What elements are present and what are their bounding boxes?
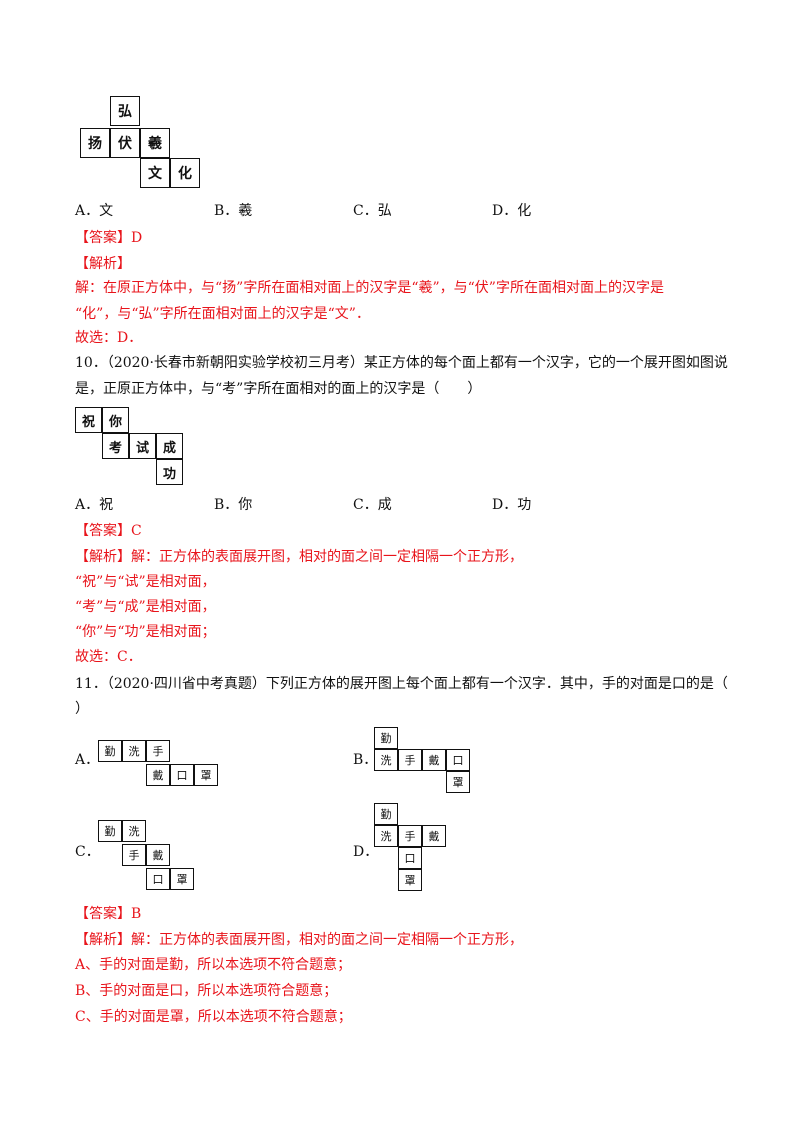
q10-net-cell: 考 [102, 433, 129, 459]
q11-b-cell: 勤 [374, 727, 398, 749]
q9-conclusion: 故选：D． [75, 330, 143, 346]
q11-c-cell: 勤 [98, 820, 122, 842]
q11-a-cell: 罩 [194, 764, 218, 786]
q11-a-cell: 手 [146, 740, 170, 762]
q9-answer: 【答案】D [75, 229, 142, 247]
q10-option-d: D．功 [492, 497, 532, 513]
q11-explanation-line: 解：正方体的表面展开图，相对的面之间一定相隔一个正方形， [131, 932, 523, 948]
q11-d-cell: 口 [398, 847, 422, 869]
q9-option-b: B．羲 [214, 203, 253, 219]
q11-c-cell: 口 [146, 868, 170, 890]
answer-label: 【答案】 [75, 230, 131, 246]
q9-net-cell: 化 [170, 158, 200, 188]
q11-b-cell: 手 [398, 749, 422, 771]
q11-d-cell: 手 [398, 825, 422, 847]
q11-b-cell: 洗 [374, 749, 398, 771]
q10-explanation-line: 解：正方体的表面展开图，相对的面之间一定相隔一个正方形， [131, 549, 523, 565]
q11-b-cell: 戴 [422, 749, 446, 771]
answer-value: C [131, 523, 142, 539]
q10-net-cell: 功 [156, 459, 183, 485]
q11-analysis: 【解析】解：正方体的表面展开图，相对的面之间一定相隔一个正方形， [75, 931, 523, 949]
q11-option-d-letter: D． [353, 844, 379, 860]
q10-answer: 【答案】C [75, 522, 142, 540]
q11-c-cell: 戴 [146, 844, 170, 866]
q11-d-cell: 勤 [374, 803, 398, 825]
q9-analysis-label: 【解析】 [75, 256, 131, 272]
q11-d-cell: 罩 [398, 869, 422, 891]
q9-option-a: A．文 [75, 203, 114, 219]
q10-option-c: C．成 [353, 497, 392, 513]
q11-a-cell: 口 [170, 764, 194, 786]
answer-value: B [131, 906, 142, 922]
analysis-label: 【解析】 [75, 549, 131, 565]
q11-option-a-letter: A． [75, 752, 100, 768]
q10-question-line: 10．（2020·长春市新朝阳实验学校初三月考）某正方体的每个面上都有一个汉字，… [75, 355, 728, 371]
analysis-label: 【解析】 [75, 932, 131, 948]
answer-label: 【答案】 [75, 906, 131, 922]
q11-question-line: ） [75, 701, 89, 717]
q9-net-cell: 弘 [110, 96, 140, 126]
q11-a-cell: 勤 [98, 740, 122, 762]
q11-a-cell: 洗 [122, 740, 146, 762]
q9-net-cell: 文 [140, 158, 170, 188]
q10-net-cell: 试 [129, 433, 156, 459]
q10-option-b: B．你 [214, 497, 253, 513]
q9-explanation-line: 解：在原正方体中，与“扬”字所在面相对面上的汉字是“羲”，与“伏”字所在面相对面… [75, 280, 664, 296]
q10-option-a: A．祝 [75, 497, 114, 513]
q11-c-cell: 罩 [170, 868, 194, 890]
q10-analysis: 【解析】解：正方体的表面展开图，相对的面之间一定相隔一个正方形， [75, 548, 523, 566]
q11-a-cell: 戴 [146, 764, 170, 786]
q9-net-cell: 羲 [140, 128, 170, 158]
q11-option-c-letter: C． [75, 844, 100, 860]
q11-answer: 【答案】B [75, 905, 141, 923]
q10-explanation-line: “考”与“成”是相对面， [75, 599, 216, 615]
q10-net-cell: 成 [156, 433, 183, 459]
q11-c-cell: 洗 [122, 820, 146, 842]
q11-d-cell: 洗 [374, 825, 398, 847]
answer-value: D [131, 230, 143, 246]
q10-conclusion: 故选：C． [75, 649, 142, 665]
q9-net-cell: 伏 [110, 128, 140, 158]
q9-option-d: D．化 [492, 203, 532, 219]
q11-c-cell: 手 [122, 844, 146, 866]
q9-explanation-line: “化”，与“弘”字所在面相对面上的汉字是“文”． [75, 306, 370, 322]
q9-net-cell: 扬 [80, 128, 110, 158]
q11-option-b-letter: B． [353, 752, 378, 768]
q11-explanation-line: A、手的对面是勤，所以本选项不符合题意； [75, 957, 352, 973]
q11-explanation-line: B、手的对面是口，所以本选项符合题意； [75, 983, 338, 999]
q10-net-cell: 祝 [75, 407, 102, 433]
q11-question-line: 11．（2020·四川省中考真题）下列正方体的展开图上每个面上都有一个汉字．其中… [75, 676, 728, 692]
q11-d-cell: 戴 [422, 825, 446, 847]
q10-question-line: 是，正原正方体中，与“考”字所在面相对的面上的汉字是（ ） [75, 381, 482, 397]
q11-b-cell: 口 [446, 749, 470, 771]
answer-label: 【答案】 [75, 523, 131, 539]
q10-explanation-line: “你”与“功”是相对面； [75, 624, 216, 640]
q11-explanation-line: C、手的对面是罩，所以本选项不符合题意； [75, 1009, 352, 1025]
q9-option-c: C．弘 [353, 203, 392, 219]
q11-b-cell: 罩 [446, 771, 470, 793]
q10-net-cell: 你 [102, 407, 129, 433]
q10-explanation-line: “祝”与“试”是相对面， [75, 574, 216, 590]
